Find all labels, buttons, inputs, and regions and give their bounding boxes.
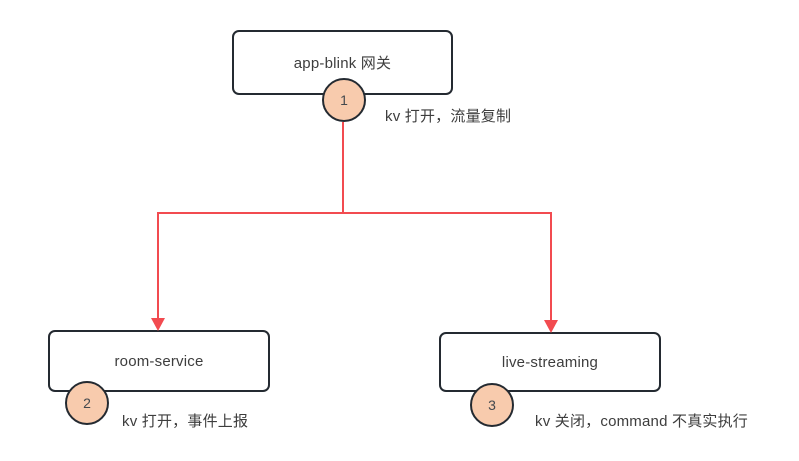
node-room-service: room-service <box>48 330 270 392</box>
step-note-1: kv 打开，流量复制 <box>385 108 512 125</box>
step-badge-3: 3 <box>470 383 514 427</box>
arrowhead-right-icon <box>544 320 558 333</box>
node-room-service-label: room-service <box>114 352 204 370</box>
node-live-streaming: live-streaming <box>439 332 661 392</box>
step-badge-3-number: 3 <box>488 397 496 413</box>
traffic-split-connector <box>157 122 552 322</box>
node-live-streaming-label: live-streaming <box>501 353 599 371</box>
step-badge-2-number: 2 <box>83 395 91 411</box>
arrowhead-left-icon <box>151 318 165 331</box>
step-badge-1: 1 <box>322 78 366 122</box>
step-badge-2: 2 <box>65 381 109 425</box>
step-note-3: kv 关闭，command 不真实执行 <box>535 413 748 430</box>
node-app-blink-gateway-label: app-blink 网关 <box>293 55 392 72</box>
step-badge-1-number: 1 <box>340 92 348 108</box>
step-note-2: kv 打开，事件上报 <box>122 413 249 430</box>
